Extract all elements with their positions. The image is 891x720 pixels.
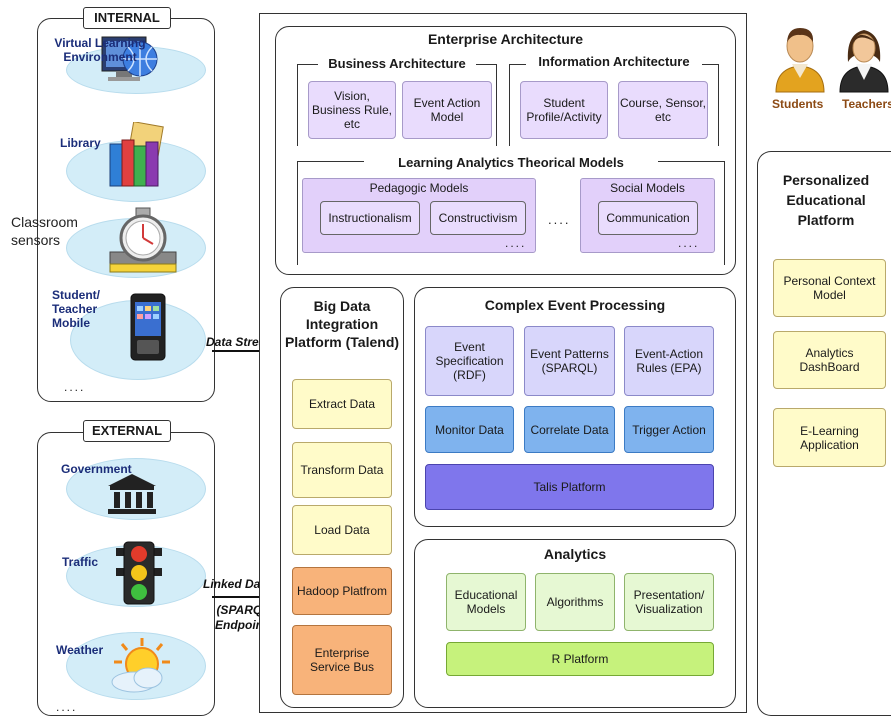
student-avatar-icon	[772, 24, 828, 94]
trigger-action-box: Trigger Action	[624, 406, 714, 453]
government-building-icon	[106, 472, 158, 516]
enterprise-service-bus-box: Enterprise Service Bus	[292, 625, 392, 695]
source-weather: Weather	[56, 643, 104, 657]
student-profile-box: Student Profile/Activity	[520, 81, 608, 139]
source-traffic: Traffic	[62, 555, 99, 569]
instructionalism-box: Instructionalism	[320, 201, 420, 235]
la-models-between-dots: ....	[548, 212, 571, 227]
books-icon	[108, 121, 170, 188]
mobile-phone-icon	[128, 292, 168, 362]
business-architecture-title: Business Architecture	[318, 56, 476, 72]
event-action-model-box: Event Action Model	[402, 81, 492, 139]
teachers-label: Teachers	[842, 97, 891, 111]
constructivism-box: Constructivism	[430, 201, 526, 235]
e-learning-application-box: E-Learning Application	[773, 408, 886, 467]
presentation-visualization-box: Presentation/ Visualization	[624, 573, 714, 631]
linked-data-label: Linked Data	[203, 577, 272, 591]
stopwatch-icon	[108, 206, 178, 278]
extract-data-box: Extract Data	[292, 379, 392, 429]
students-label: Students	[772, 97, 824, 111]
traffic-light-icon	[112, 540, 166, 606]
pedagogic-models-title: Pedagogic Models	[369, 181, 469, 195]
source-library: Library	[60, 136, 101, 150]
event-action-rules-box: Event-Action Rules (EPA)	[624, 326, 714, 396]
weather-sun-cloud-icon	[108, 636, 172, 696]
classroom-sensors-label: Classroom sensors	[11, 214, 78, 248]
event-specification-box: Event Specification (RDF)	[425, 326, 514, 396]
big-data-platform-title: Big Data Integration Platform (Talend)	[284, 298, 400, 350]
course-sensor-box: Course, Sensor, etc	[618, 81, 708, 139]
social-more: ....	[678, 236, 700, 250]
teacher-avatar-icon	[838, 24, 891, 94]
social-models-title: Social Models	[610, 181, 685, 195]
educational-models-box: Educational Models	[446, 573, 526, 631]
source-vle: Virtual Learning Environment	[54, 36, 146, 64]
vision-rule-box: Vision, Business Rule, etc	[308, 81, 396, 139]
transform-data-box: Transform Data	[292, 442, 392, 498]
source-mobile: Student/ Teacher Mobile	[52, 288, 100, 330]
internal-more: ....	[64, 380, 86, 394]
r-platform-box: R Platform	[446, 642, 714, 676]
monitor-data-box: Monitor Data	[425, 406, 514, 453]
analytics-dashboard-box: Analytics DashBoard	[773, 331, 886, 389]
vle-icon	[100, 33, 160, 85]
external-more: ....	[56, 700, 78, 714]
talis-platform-box: Talis Platform	[425, 464, 714, 510]
external-tag: EXTERNAL	[83, 420, 171, 442]
event-patterns-box: Event Patterns (SPARQL)	[524, 326, 615, 396]
pep-title: Personalized Educational Platform	[782, 172, 870, 228]
communication-box: Communication	[598, 201, 698, 235]
cep-title: Complex Event Processing	[484, 297, 666, 313]
data-stream-label: Data Stream	[206, 335, 277, 349]
load-data-box: Load Data	[292, 505, 392, 555]
personal-context-model-box: Personal Context Model	[773, 259, 886, 317]
analytics-title: Analytics	[543, 546, 607, 562]
enterprise-architecture-title: Enterprise Architecture	[427, 31, 584, 47]
sparql-endpoint-label: (SPARQL Endpoint)	[215, 603, 271, 632]
source-government: Government	[61, 462, 132, 476]
internal-tag: INTERNAL	[83, 7, 171, 29]
information-architecture-title: Information Architecture	[526, 54, 702, 70]
hadoop-platform-box: Hadoop Platfrom	[292, 567, 392, 615]
la-models-title: Learning Analytics Theorical Models	[364, 155, 658, 171]
pedagogic-more: ....	[505, 236, 527, 250]
correlate-data-box: Correlate Data	[524, 406, 615, 453]
algorithms-box: Algorithms	[535, 573, 615, 631]
